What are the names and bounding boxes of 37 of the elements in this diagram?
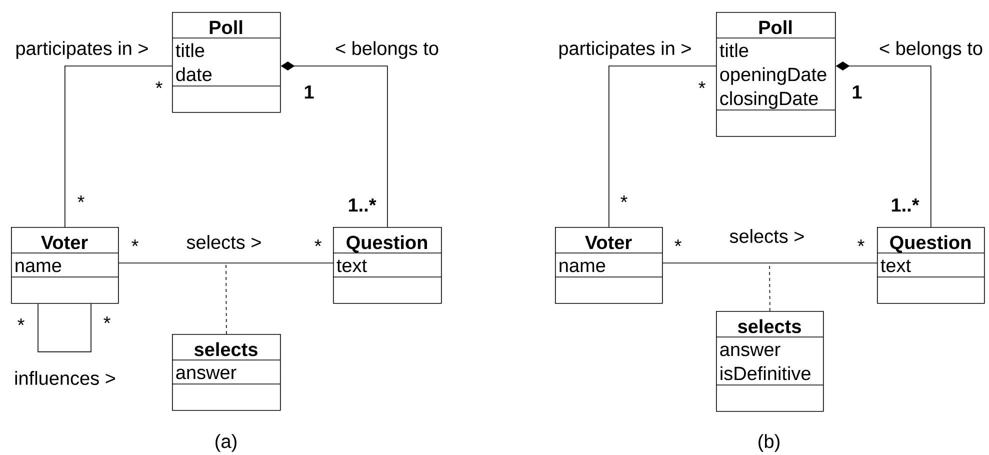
multiplicity-label: * — [698, 81, 706, 88]
class-box: Poll title openingDate closingDate — [716, 12, 836, 137]
multiplicity-label: 1..* — [348, 198, 376, 212]
association-line — [118, 262, 334, 264]
class-box: selects answer isDefinitive — [716, 311, 824, 412]
edge-label: participates in > — [16, 41, 148, 59]
multiplicity-label: * — [78, 195, 84, 202]
edge-label: selects > — [186, 235, 261, 249]
edge-label: < belongs to — [880, 41, 982, 59]
multiplicity-label: 1..* — [892, 198, 920, 212]
multiplicity-label: * — [620, 195, 628, 202]
edge-label: participates in > — [559, 41, 691, 59]
multiplicity-label: 1 — [304, 85, 314, 99]
class-box: Question text — [332, 227, 442, 304]
edge-label: selects > — [730, 229, 804, 243]
association-line — [662, 262, 878, 264]
class-box: selects answer — [172, 334, 281, 411]
class-box: Voter name — [10, 227, 119, 304]
association-line — [38, 303, 92, 352]
figure-caption: (b) — [758, 434, 780, 452]
association-line — [608, 66, 716, 228]
class-box: Voter name — [554, 227, 663, 304]
multiplicity-label: * — [858, 239, 864, 246]
association-line — [64, 66, 172, 228]
class-box: Poll title date — [172, 12, 281, 113]
multiplicity-label: * — [156, 81, 162, 88]
multiplicity-label: * — [104, 316, 110, 324]
multiplicity-label: * — [18, 318, 24, 326]
edge-label: influences > — [15, 371, 115, 385]
multiplicity-label: * — [132, 239, 138, 246]
class-box: Question text — [876, 227, 985, 304]
figure-caption: (a) — [216, 434, 236, 452]
multiplicity-label: * — [314, 239, 322, 246]
multiplicity-label: 1 — [852, 85, 862, 99]
edge-label: < belongs to — [336, 41, 438, 59]
multiplicity-label: * — [674, 239, 682, 246]
dashed-line — [226, 262, 227, 334]
